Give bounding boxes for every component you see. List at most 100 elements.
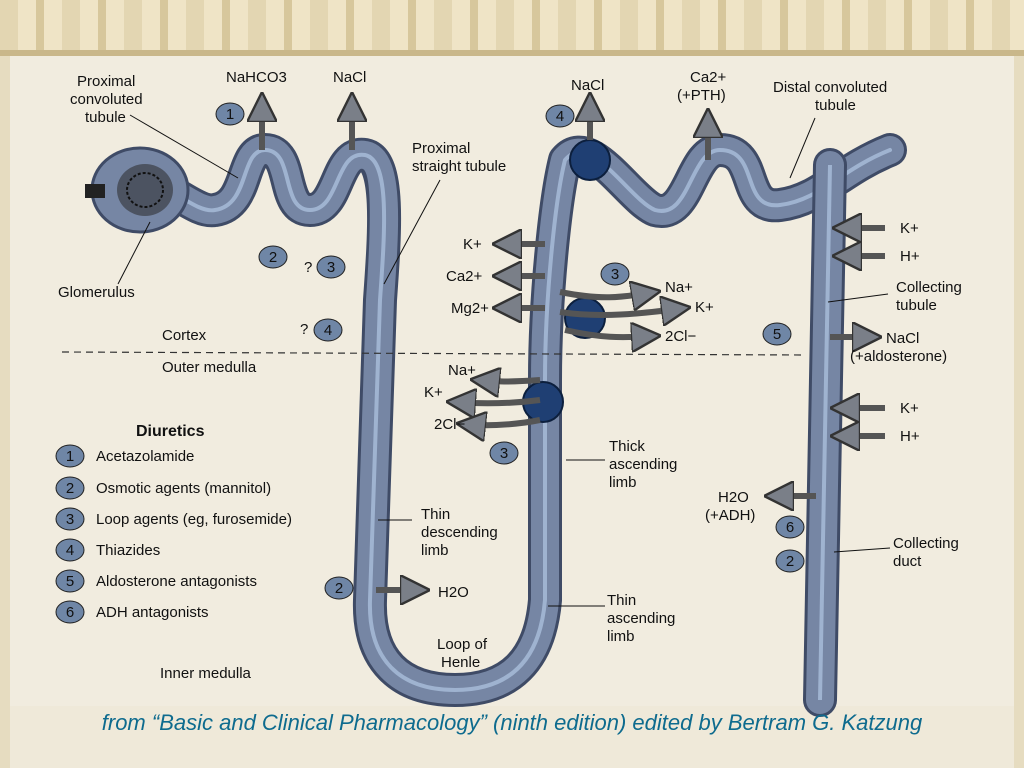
label-collecting-tubule-1: Collecting xyxy=(896,279,962,296)
svg-text:5: 5 xyxy=(66,573,74,590)
marker-3b: 3 xyxy=(600,262,630,286)
label-thin-descending-3: limb xyxy=(421,542,449,559)
label-h2o-adh-1: H2O xyxy=(718,489,749,506)
label-h-right2: H+ xyxy=(900,428,920,445)
diagram-labels: Proximal convoluted tubule Glomerulus Na… xyxy=(58,69,962,682)
cortex-medulla-divider xyxy=(61,351,806,356)
label-distal-convoluted-2: tubule xyxy=(815,97,856,114)
label-nacl-top2: NaCl xyxy=(571,77,604,94)
svg-text:2: 2 xyxy=(269,249,277,266)
label-h2o-adh-2: (+ADH) xyxy=(705,507,755,524)
marker-3a: 3 xyxy=(316,255,346,279)
svg-text:3: 3 xyxy=(66,511,74,528)
svg-text:Acetazolamide: Acetazolamide xyxy=(96,448,194,465)
glomerulus-capsule xyxy=(85,146,190,234)
label-ca-pth-2: (+PTH) xyxy=(677,87,726,104)
label-ca: Ca2+ xyxy=(446,268,483,285)
svg-text:2: 2 xyxy=(66,480,74,497)
marker-3c: 3 xyxy=(489,441,519,465)
marker-1: 1 xyxy=(215,102,245,126)
svg-text:4: 4 xyxy=(66,542,74,559)
label-na-upper: Na+ xyxy=(665,279,693,296)
label-collecting-tubule-2: tubule xyxy=(896,297,937,314)
label-k-upper: K+ xyxy=(695,299,714,316)
label-2cl-upper: 2Cl− xyxy=(665,328,697,345)
marker-5: 5 xyxy=(762,322,792,346)
label-glomerulus: Glomerulus xyxy=(58,284,135,301)
label-thin-ascending-1: Thin xyxy=(607,592,636,609)
legend-item-6: 6 ADH antagonists xyxy=(55,600,209,624)
label-k-lower: K+ xyxy=(424,384,443,401)
marker-4b: 4 xyxy=(545,104,575,128)
label-proximal-straight-1: Proximal xyxy=(412,140,470,157)
leader-lines xyxy=(117,114,891,607)
label-k: K+ xyxy=(463,236,482,253)
svg-text:3: 3 xyxy=(611,266,619,283)
label-ca-pth-1: Ca2+ xyxy=(690,69,727,86)
svg-text:1: 1 xyxy=(66,448,74,465)
label-k-right2: K+ xyxy=(900,400,919,417)
svg-text:Thiazides: Thiazides xyxy=(96,542,160,559)
decorative-border-right xyxy=(1014,56,1024,768)
label-h-right1: H+ xyxy=(900,248,920,265)
marker-2a: 2 xyxy=(258,245,288,269)
transporter-dct xyxy=(569,139,611,181)
svg-text:3: 3 xyxy=(500,445,508,462)
label-nacl-aldo-2: (+aldosterone) xyxy=(850,348,947,365)
label-thin-ascending-3: limb xyxy=(607,628,635,645)
label-h2o-left: H2O xyxy=(438,584,469,601)
legend-item-1: 1 Acetazolamide xyxy=(55,444,194,468)
legend-item-4: 4 Thiazides xyxy=(55,538,160,562)
marker-2c: 2 xyxy=(324,576,354,600)
decorative-border-left xyxy=(0,56,10,768)
label-proximal-convoluted-1: Proximal xyxy=(77,73,135,90)
label-proximal-straight-2: straight tubule xyxy=(412,158,506,175)
label-nahco3: NaHCO3 xyxy=(226,69,287,86)
label-loop-henle-1: Loop of xyxy=(437,636,488,653)
label-loop-henle-2: Henle xyxy=(441,654,480,671)
label-mg: Mg2+ xyxy=(451,300,489,317)
label-question-1: ? xyxy=(304,259,312,276)
label-thin-descending-2: descending xyxy=(421,524,498,541)
diagram-markers: 1 2 3 4 4 3 3 5 6 2 2 xyxy=(215,102,805,600)
label-collecting-duct-1: Collecting xyxy=(893,535,959,552)
label-2cl-lower: 2Cl− xyxy=(434,416,466,433)
svg-text:4: 4 xyxy=(556,108,564,125)
svg-text:Loop agents (eg, furosemide): Loop agents (eg, furosemide) xyxy=(96,511,292,528)
label-cortex: Cortex xyxy=(162,327,207,344)
label-thick-ascending-3: limb xyxy=(609,474,637,491)
label-proximal-convoluted-3: tubule xyxy=(85,109,126,126)
svg-text:ADH antagonists: ADH antagonists xyxy=(96,604,209,621)
svg-text:4: 4 xyxy=(324,322,332,339)
label-proximal-convoluted-2: convoluted xyxy=(70,91,143,108)
marker-6: 6 xyxy=(775,515,805,539)
label-thick-ascending-1: Thick xyxy=(609,438,645,455)
svg-text:6: 6 xyxy=(786,519,794,536)
transport-arrows xyxy=(262,98,885,590)
label-thin-ascending-2: ascending xyxy=(607,610,675,627)
label-inner-medulla: Inner medulla xyxy=(160,665,252,682)
legend-item-3: 3 Loop agents (eg, furosemide) xyxy=(55,507,292,531)
label-question-2: ? xyxy=(300,321,308,338)
label-outer-medulla: Outer medulla xyxy=(162,359,257,376)
svg-text:5: 5 xyxy=(773,326,781,343)
label-collecting-duct-2: duct xyxy=(893,553,922,570)
svg-text:2: 2 xyxy=(335,580,343,597)
svg-text:3: 3 xyxy=(327,259,335,276)
label-nacl-top1: NaCl xyxy=(333,69,366,86)
label-k-right1: K+ xyxy=(900,220,919,237)
nephron-tubule xyxy=(103,133,907,707)
marker-4a: 4 xyxy=(313,318,343,342)
label-na-lower: Na+ xyxy=(448,362,476,379)
svg-text:6: 6 xyxy=(66,604,74,621)
decorative-border-top xyxy=(0,0,1024,56)
source-caption: from “Basic and Clinical Pharmacology” (… xyxy=(101,710,923,735)
label-thin-descending-1: Thin xyxy=(421,506,450,523)
marker-2b: 2 xyxy=(775,549,805,573)
label-nacl-aldo-1: NaCl xyxy=(886,330,919,347)
label-thick-ascending-2: ascending xyxy=(609,456,677,473)
